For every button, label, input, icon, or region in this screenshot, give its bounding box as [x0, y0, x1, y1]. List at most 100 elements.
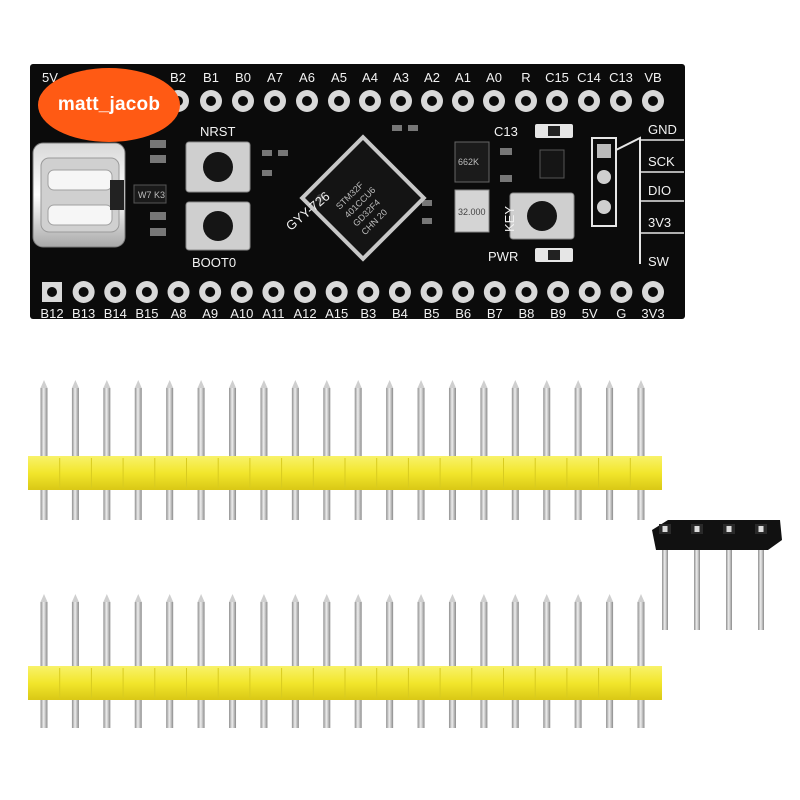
header-pin	[543, 594, 551, 728]
key-button-label: KEY	[502, 206, 517, 232]
bottom-pin-pad	[515, 281, 538, 303]
top-pin-label: C14	[577, 70, 601, 85]
header-pin	[260, 594, 268, 728]
debug-pin-label: 3V3	[648, 215, 671, 230]
header-plastic-body	[652, 520, 782, 550]
header-pin	[71, 380, 79, 520]
header-pin	[637, 594, 645, 728]
bottom-pin-pad	[388, 281, 411, 303]
header-pin	[543, 380, 551, 520]
top-pin-label: A1	[455, 70, 471, 85]
bottom-pin-label: B7	[487, 306, 503, 321]
reset-button[interactable]	[185, 141, 251, 193]
header-pin	[694, 540, 700, 630]
header-pin	[323, 594, 331, 728]
top-pin-pad	[610, 90, 632, 112]
top-pin-label: B1	[203, 70, 219, 85]
bottom-pin-pad	[72, 281, 95, 303]
bottom-pin-pad	[420, 281, 443, 303]
header-plastic-body	[28, 456, 662, 490]
bottom-pin-pad	[452, 281, 475, 303]
header-pin	[229, 380, 237, 520]
header-pin	[386, 594, 394, 728]
top-pin-pad	[515, 90, 537, 112]
top-pin-pad	[452, 90, 474, 112]
header-pin	[662, 540, 668, 630]
bottom-pin-label: A12	[293, 306, 316, 321]
header-strip-1	[28, 380, 662, 520]
pcb-board: 5VB9B8B2B1B0A7A6A5A4A3A2A1A0RC15C14C13VB…	[30, 64, 685, 321]
debug-header	[591, 136, 641, 264]
top-pin-label: A4	[362, 70, 378, 85]
top-pin-pad	[578, 90, 600, 112]
header-pin	[574, 380, 582, 520]
boot-button-label: BOOT0	[192, 255, 236, 270]
boot-button[interactable]	[185, 201, 251, 251]
top-pin-labels: 5VB9B8B2B1B0A7A6A5A4A3A2A1A0RC15C14C13VB	[42, 70, 662, 85]
top-pin-label: A2	[424, 70, 440, 85]
header-pin	[606, 380, 614, 520]
bottom-pin-pad	[642, 281, 664, 303]
watermark-badge: matt_jacob	[38, 68, 180, 142]
top-pin-label: C15	[545, 70, 569, 85]
key-button[interactable]	[509, 192, 575, 240]
bottom-pin-label: B9	[550, 306, 566, 321]
top-pin-pad	[390, 90, 412, 112]
regulator-marking: 662K	[458, 157, 479, 167]
bottom-pin-label: 5V	[582, 306, 598, 321]
header-pin	[758, 540, 764, 630]
bottom-pin-label: G	[616, 306, 626, 321]
bottom-pin-pad	[199, 281, 222, 303]
bottom-pin-pad	[547, 281, 570, 303]
header-pin	[480, 380, 488, 520]
bottom-pin-pad	[167, 281, 190, 303]
top-pin-label: B0	[235, 70, 251, 85]
header-pin	[166, 380, 174, 520]
header-pin	[511, 380, 519, 520]
bottom-pin-label: B6	[455, 306, 471, 321]
bottom-pin-pad	[357, 281, 380, 303]
header-pin	[417, 380, 425, 520]
bottom-pin-label: A9	[202, 306, 218, 321]
header-strip-2	[28, 594, 662, 728]
small-ic-marking: W7 K3	[138, 190, 165, 200]
top-pin-pad	[328, 90, 350, 112]
header-plastic-body	[28, 666, 662, 700]
bottom-pin-label: A15	[325, 306, 348, 321]
bottom-pin-label: A8	[171, 306, 187, 321]
top-pin-label: A7	[267, 70, 283, 85]
top-pin-pad	[264, 90, 286, 112]
top-pin-pad	[546, 90, 568, 112]
bottom-pin-pad	[325, 281, 348, 303]
header-pin	[40, 594, 48, 728]
debug-pin-label: SW	[648, 254, 670, 269]
top-pin-pad	[421, 90, 443, 112]
top-pin-label: R	[521, 70, 530, 85]
header-pin	[291, 594, 299, 728]
header-pin	[71, 594, 79, 728]
header-pin	[197, 380, 205, 520]
bottom-pin-pad	[483, 281, 506, 303]
top-pin-pad	[359, 90, 381, 112]
header-pin	[354, 380, 362, 520]
usb-c-connector	[32, 142, 126, 248]
header-pin	[448, 594, 456, 728]
top-pin-label: A0	[486, 70, 502, 85]
debug-pin-label: DIO	[648, 183, 671, 198]
header-pin	[103, 594, 111, 728]
mcu-chip: STM32F 401CCU6 GD32F4 CHN 20	[299, 134, 427, 262]
header-pin	[134, 380, 142, 520]
bottom-pin-label: B4	[392, 306, 408, 321]
crystal: 32.000	[454, 189, 490, 233]
bottom-pin-label: B14	[104, 306, 127, 321]
top-pin-pad	[642, 90, 664, 112]
debug-pin-label: SCK	[648, 154, 675, 169]
bottom-pin-pad	[230, 281, 253, 303]
bottom-pin-label: B3	[360, 306, 376, 321]
top-pin-label: C13	[609, 70, 633, 85]
top-pin-label: A6	[299, 70, 315, 85]
bottom-pin-pad	[262, 281, 285, 303]
